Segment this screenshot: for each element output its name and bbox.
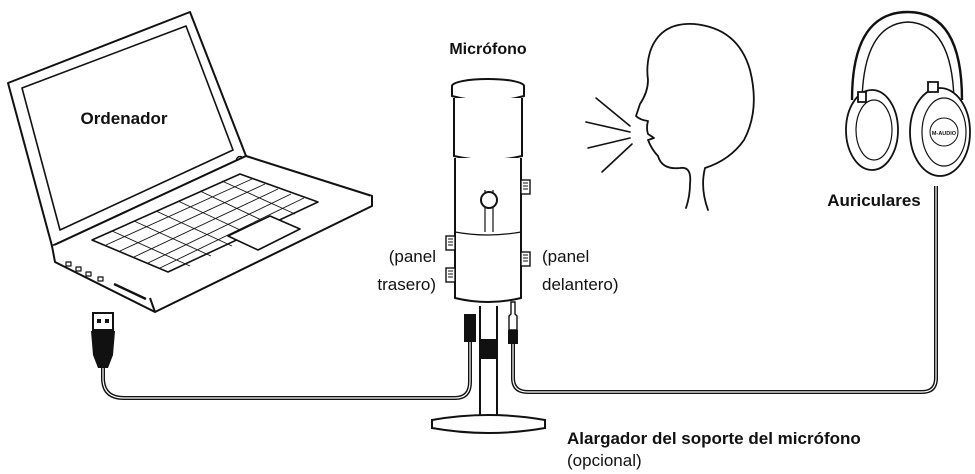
microphone-grille — [453, 98, 523, 161]
laptop-illustration — [7, 11, 373, 313]
microphone-body — [454, 158, 522, 303]
headphone-brand-logo: M-AUDIO — [932, 131, 957, 137]
rear-panel-label-line2: trasero) — [377, 275, 436, 294]
laptop-trackpad — [227, 215, 301, 251]
stand-extender — [479, 339, 498, 359]
microphone-label: Micrófono — [449, 41, 527, 58]
microphone-illustration — [431, 78, 546, 434]
computer-label: Ordenador — [81, 109, 168, 128]
front-panel-label-line2: delantero) — [542, 275, 619, 294]
extender-title-label: Alargador del soporte del micrófono — [567, 429, 861, 448]
headphone-cable — [508, 186, 938, 394]
person-head-illustration — [635, 23, 755, 211]
microphone-stand — [479, 306, 498, 420]
headphones-label: Auriculares — [827, 191, 921, 210]
rear-panel-label-line1: (panel — [389, 247, 436, 266]
laptop-ports — [65, 261, 147, 301]
headphones-illustration: M-AUDIO — [845, 10, 971, 177]
front-panel-label-line1: (panel — [542, 247, 589, 266]
usb-plug-icon — [92, 312, 114, 331]
extender-note-label: (opcional) — [567, 451, 642, 470]
audio-jack-icon — [508, 301, 518, 331]
microphone-stand-base — [431, 414, 546, 434]
voice-lines — [585, 97, 633, 173]
laptop-keys — [105, 178, 305, 269]
laptop-screen — [21, 25, 234, 231]
usb-cable — [91, 312, 476, 400]
microphone-knobs — [445, 179, 531, 283]
